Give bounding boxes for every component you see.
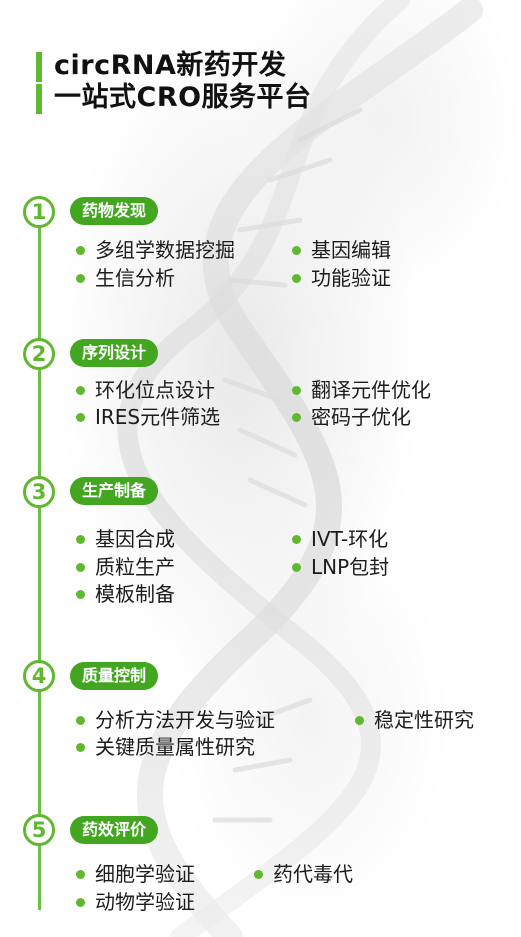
bullet-dot-icon: [76, 245, 85, 255]
list-item: IRES元件筛选: [76, 404, 220, 430]
list-item: 模板制备: [76, 581, 175, 607]
step-number-5: 5: [23, 814, 55, 846]
list-item: 密码子优化: [292, 404, 411, 430]
bullet-dot-icon: [76, 869, 85, 879]
step-label-drug-discovery: 药物发现: [70, 197, 159, 225]
bullet-dot-icon: [76, 534, 85, 544]
bullet-dot-icon: [76, 589, 85, 599]
bullet-dot-icon: [254, 869, 263, 879]
bullet-dot-icon: [76, 742, 85, 752]
list-item: 基因编辑: [292, 237, 391, 263]
list-item: 基因合成: [76, 526, 175, 552]
list-item: 环化位点设计: [76, 377, 215, 403]
bullet-dot-icon: [292, 534, 301, 544]
title-accent-bar-1: [36, 52, 42, 82]
step-label-production: 生产制备: [70, 477, 159, 505]
bullet-dot-icon: [76, 412, 85, 422]
title-accent-bar-2: [36, 84, 42, 114]
list-item: 稳定性研究: [355, 707, 474, 733]
step-number-3: 3: [23, 476, 55, 508]
bullet-dot-icon: [76, 897, 85, 907]
list-item: IVT-环化: [292, 526, 388, 552]
list-item: 关键质量属性研究: [76, 734, 255, 760]
list-item: 分析方法开发与验证: [76, 707, 275, 733]
bullet-dot-icon: [292, 245, 301, 255]
timeline-line: [38, 226, 41, 910]
list-item: 细胞学验证: [76, 861, 195, 887]
bullet-dot-icon: [76, 715, 85, 725]
step-number-4: 4: [23, 660, 55, 692]
list-item: 动物学验证: [76, 889, 195, 915]
list-item: 质粒生产: [76, 554, 175, 580]
list-item: 功能验证: [292, 265, 391, 291]
bullet-dot-icon: [292, 385, 301, 395]
bullet-dot-icon: [76, 385, 85, 395]
step-label-sequence-design: 序列设计: [70, 339, 159, 367]
bullet-dot-icon: [292, 562, 301, 572]
step-number-2: 2: [23, 338, 55, 370]
list-item: 翻译元件优化: [292, 377, 431, 403]
list-item: 生信分析: [76, 265, 175, 291]
list-item: 多组学数据挖掘: [76, 237, 235, 263]
bullet-dot-icon: [76, 273, 85, 283]
step-number-1: 1: [23, 196, 55, 228]
bullet-dot-icon: [76, 562, 85, 572]
bullet-dot-icon: [292, 412, 301, 422]
step-label-efficacy-evaluation: 药效评价: [70, 816, 159, 844]
list-item: LNP包封: [292, 554, 389, 580]
bullet-dot-icon: [292, 273, 301, 283]
bullet-dot-icon: [355, 715, 364, 725]
page-title-line-2: 一站式CRO服务平台: [54, 82, 312, 113]
page-title-line-1: circRNA新药开发: [54, 50, 287, 81]
list-item: 药代毒代: [254, 861, 353, 887]
step-label-quality-control: 质量控制: [70, 662, 159, 690]
